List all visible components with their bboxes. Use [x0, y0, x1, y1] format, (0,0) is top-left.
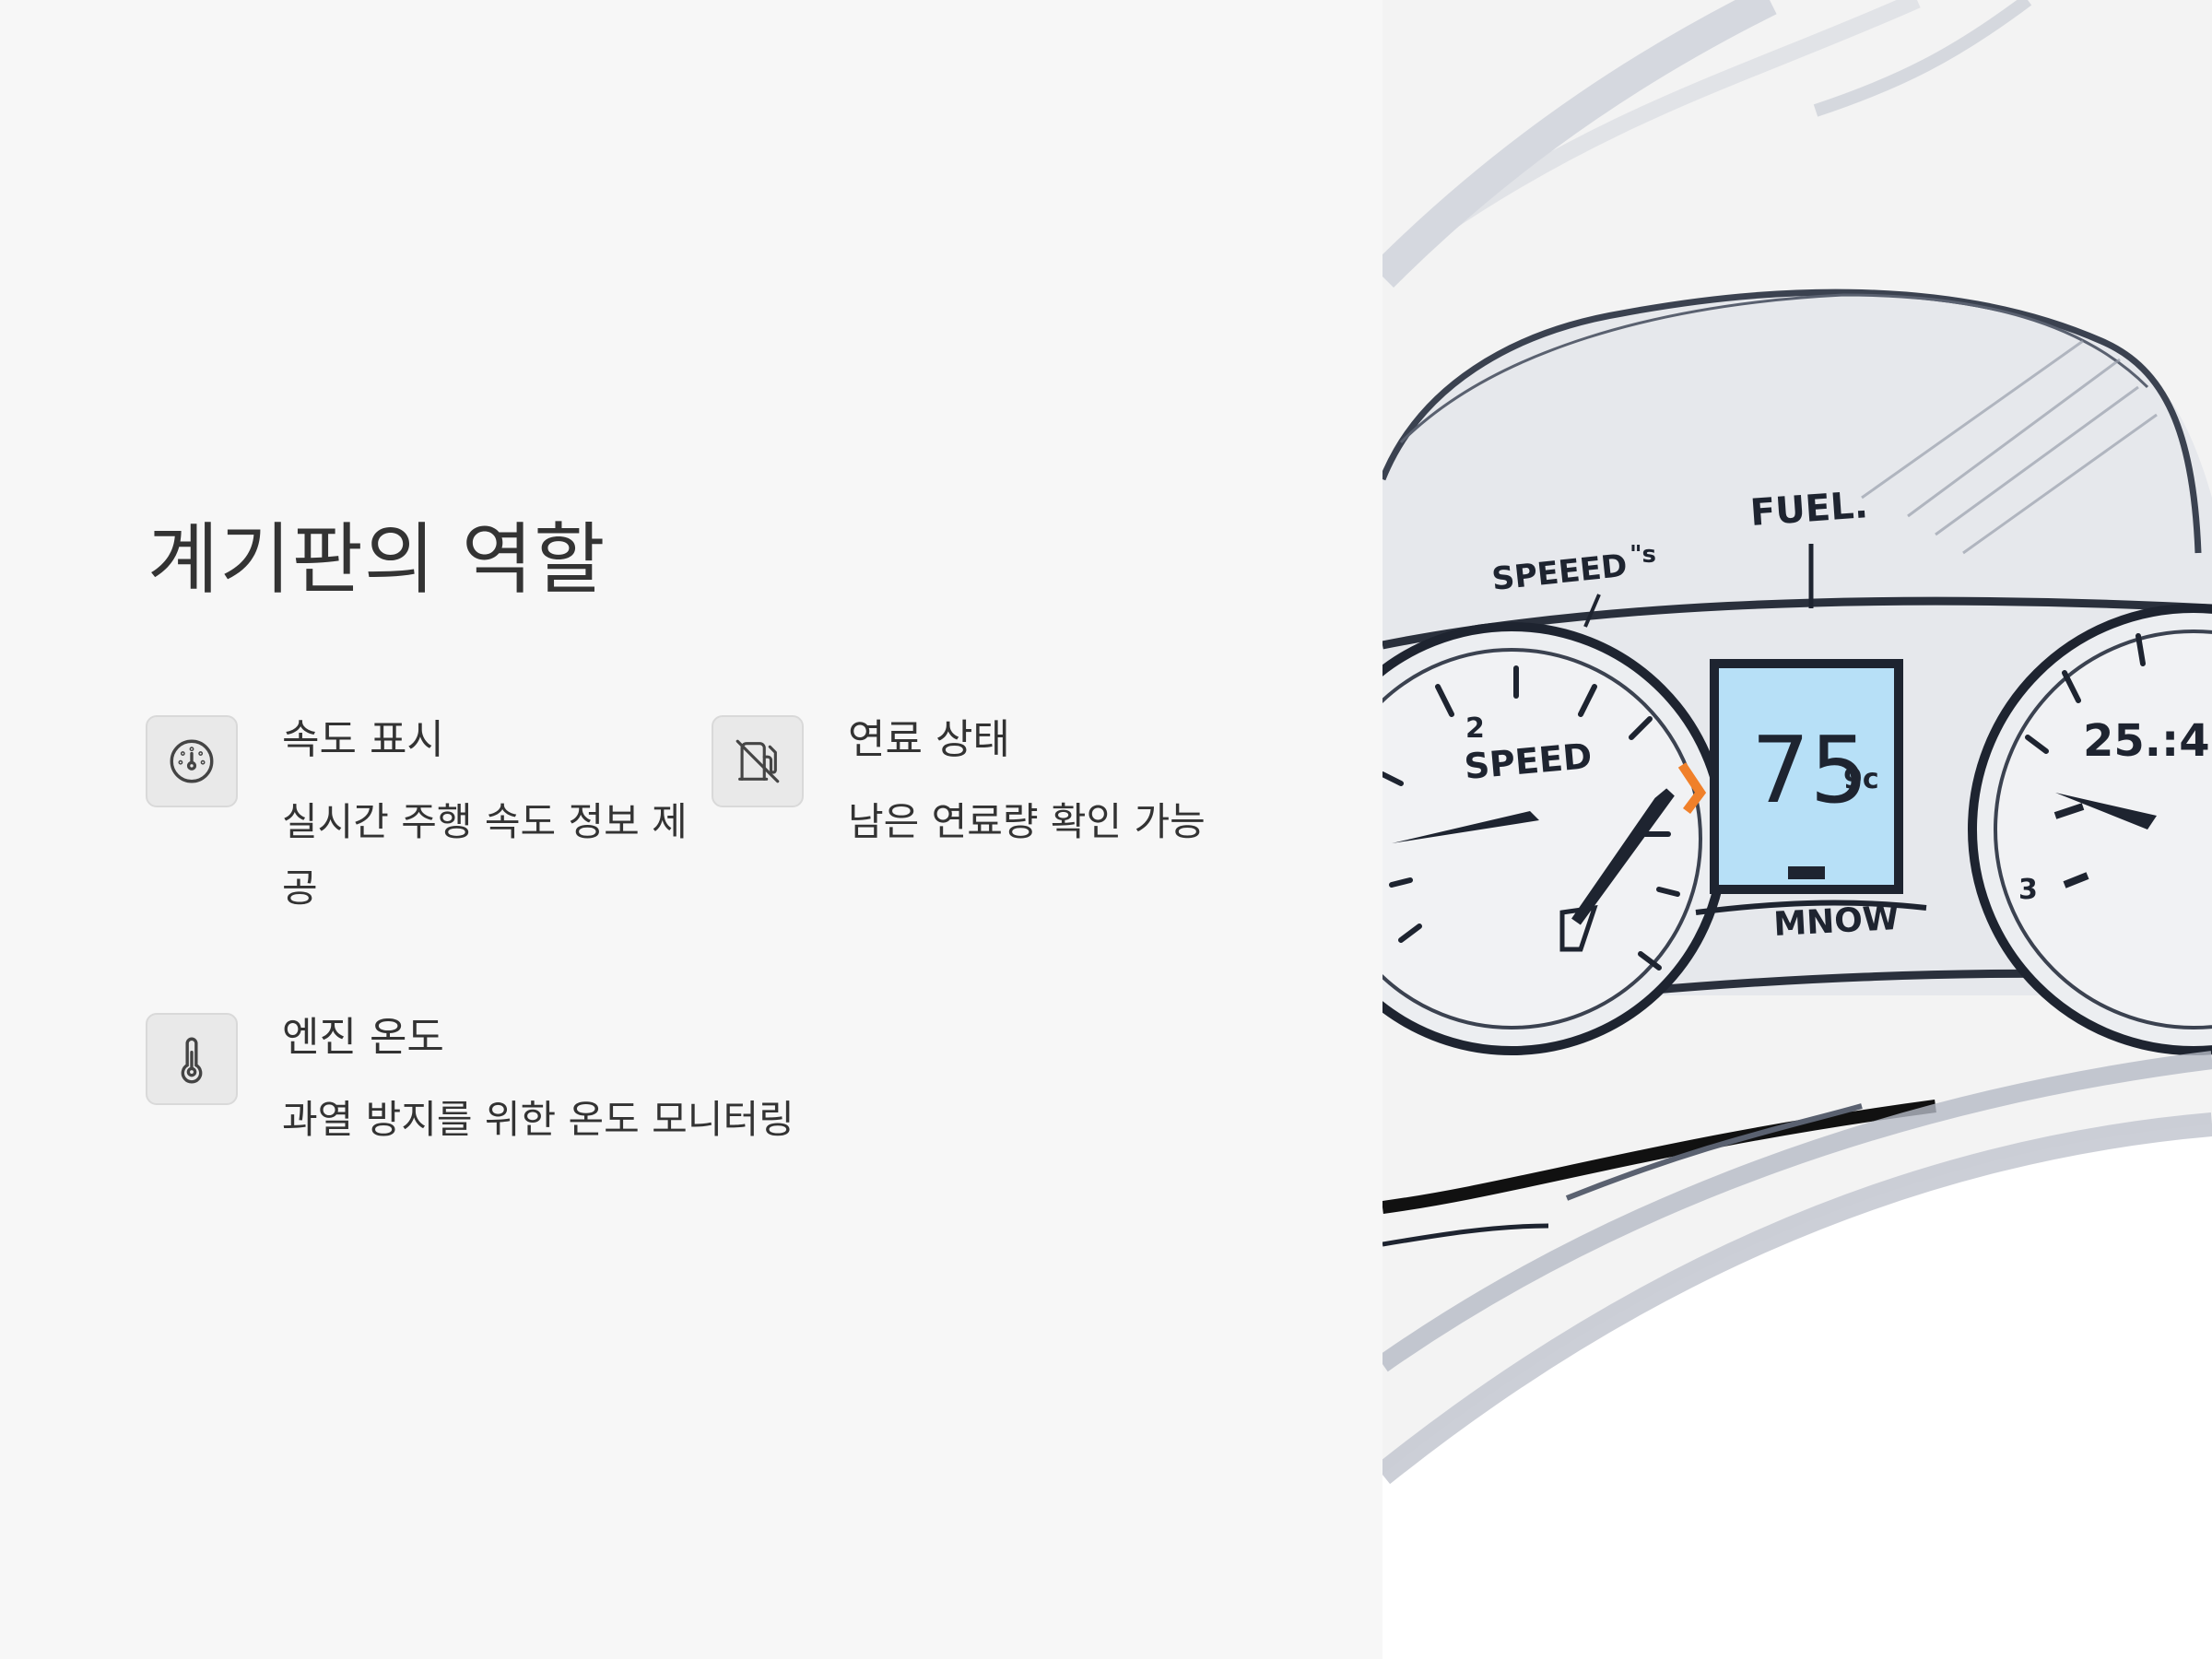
display-unit: 9c: [1843, 763, 1879, 795]
speeds-suffix: "s: [1630, 541, 1656, 569]
display-sub-label: MNOW: [1772, 900, 1900, 944]
fuel-off-icon: [712, 715, 804, 807]
fuel-label: FUEL.: [1748, 484, 1869, 535]
dashboard-sketch: SPEEED "s FUEL. 2 SPEED 75 9c MNOW 25.:4…: [1382, 0, 2212, 1659]
speedometer-icon: [146, 715, 238, 807]
content-panel: 계기판의 역할 속도 표시 실시간 주행 속도 정보 제공: [146, 514, 1206, 1142]
feature-title: 속도 표시: [282, 716, 444, 763]
display-value: 75: [1751, 716, 1868, 824]
thermometer-icon: [146, 1013, 238, 1105]
feature-description: 과열 방지를 위한 온도 모니터링: [282, 1097, 794, 1142]
feature-description: 남은 연료량 확인 가능: [848, 799, 1206, 844]
page-title: 계기판의 역할: [147, 514, 606, 605]
right-gauge-tick: 3: [2018, 874, 2038, 906]
right-gauge-value: 25.:4: [2083, 715, 2210, 767]
speed-gauge-number: 2: [1465, 712, 1485, 745]
feature-title: 연료 상태: [848, 716, 1010, 763]
feature-description: 실시간 주행 속도 정보 제공: [282, 799, 688, 911]
feature-title: 엔진 온도: [282, 1014, 444, 1061]
dashboard-illustration: SPEEED "s FUEL. 2 SPEED 75 9c MNOW 25.:4…: [1382, 0, 2212, 1659]
